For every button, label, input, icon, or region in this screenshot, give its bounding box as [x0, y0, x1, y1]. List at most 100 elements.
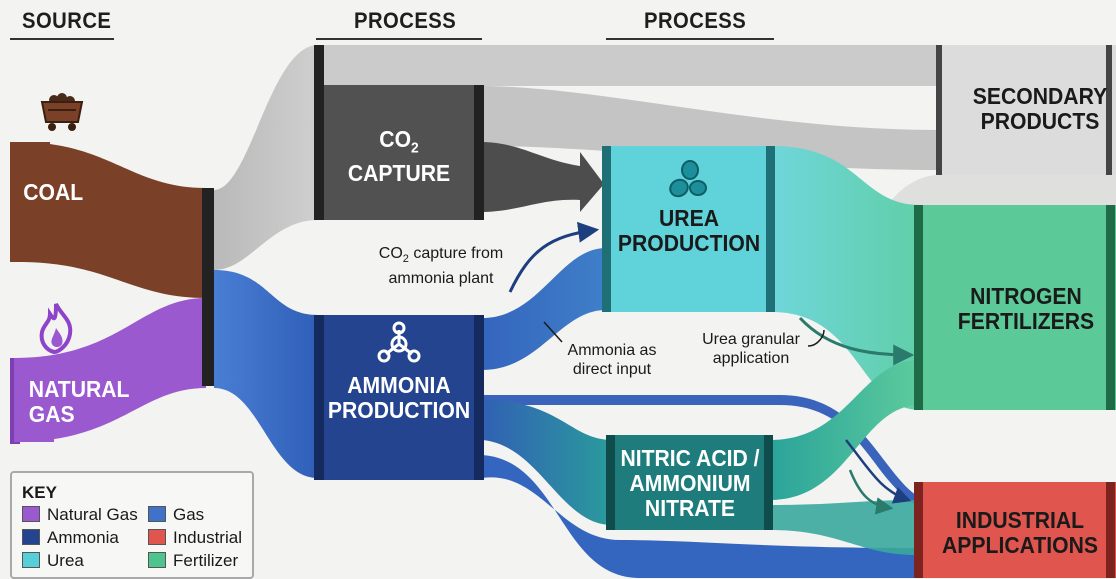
node-fert-bar-left: [914, 205, 923, 410]
annotation-co2-from-ammonia-line1: CO2 capture from: [378, 245, 504, 266]
node-secondary-bar-left: [936, 45, 942, 175]
flow-ammonia-to-urea: [482, 248, 606, 370]
flame-icon: [39, 303, 73, 355]
flow-coal: [18, 142, 206, 298]
node-label-co2-line2: CAPTURE: [347, 159, 451, 186]
legend-item-natural-gas: Natural Gas: [22, 505, 138, 525]
annotation-ammonia-direct: Ammonia as direct input: [556, 341, 668, 379]
node-coal-body: [10, 142, 50, 262]
node-label-urea: UREA PRODUCTION: [614, 206, 763, 256]
node-label-coal: COAL: [23, 179, 84, 205]
node-label-industrial: INDUSTRIAL APPLICATIONS: [937, 508, 1103, 558]
arrow-ammonia-direct: [543, 321, 563, 343]
legend-title: KEY: [22, 483, 57, 502]
node-label-nitrogen-line1: NITROGEN: [970, 283, 1082, 309]
legend-swatch: [148, 529, 166, 545]
column-header-process-1: PROCESS: [354, 8, 457, 33]
node-label-urea-line1: UREA: [659, 205, 719, 231]
node-label-nitric: NITRIC ACID / AMMONIUM NITRATE: [615, 446, 766, 521]
column-rule-process-2: [606, 38, 774, 40]
node-industrial-applications: [918, 482, 1116, 578]
legend-item-industrial: Industrial: [148, 528, 242, 548]
arrow-urea-granular: [798, 316, 915, 366]
flow-co2-to-urea: [480, 142, 604, 212]
annotation-ammonia-direct-line1: Ammonia as: [567, 342, 657, 359]
legend-swatch: [22, 552, 40, 568]
node-ammonia-bar-right: [474, 315, 484, 480]
legend-swatch: [22, 529, 40, 545]
annotation-ammonia-direct-line2: direct input: [572, 361, 652, 378]
node-nitric-acid: [610, 435, 770, 530]
node-label-industrial-line1: INDUSTRIAL: [955, 507, 1085, 533]
node-nitrogen-fertilizers: [918, 205, 1116, 410]
legend-item-ammonia: Ammonia: [22, 528, 119, 548]
flow-ammonia-to-nitric: [482, 400, 612, 525]
annotation-urea-granular: Urea granular application: [690, 330, 812, 368]
granules-icon: [669, 160, 707, 198]
flow-urea-to-fertilizer: [772, 146, 920, 410]
node-industrial-bar-right: [1106, 482, 1115, 578]
arrow-urea-granular-leader: [807, 329, 825, 347]
node-label-nitric-line2: AMMONIUM: [629, 470, 751, 496]
node-co2-bar-left: [314, 45, 324, 220]
node-urea-bar-left: [602, 146, 611, 312]
node-label-ammonia-line1: AMMONIA: [347, 372, 451, 398]
annotation-co2-from-ammonia-line2: ammonia plant: [388, 270, 494, 288]
node-ammonia-bar-left: [314, 315, 324, 480]
node-label-ammonia: AMMONIA PRODUCTION: [326, 373, 471, 423]
legend-swatch: [22, 506, 40, 522]
node-label-natural-gas-line1: NATURAL: [28, 376, 130, 402]
node-junction: [202, 188, 214, 386]
mine-cart-icon: [40, 93, 84, 131]
node-label-nitric-line1: NITRIC ACID /: [620, 445, 760, 471]
node-label-industrial-line2: APPLICATIONS: [942, 532, 1098, 558]
node-co2-bar-right: [474, 85, 484, 220]
annotation-co2-from-ammonia: CO2 capture from ammonia plant: [366, 244, 516, 288]
flow-natural-gas: [14, 298, 206, 442]
node-nitric-bar-right: [764, 435, 773, 530]
node-label-nitrogen-line2: FERTILIZERS: [957, 308, 1095, 334]
legend-item-fertilizer: Fertilizer: [148, 551, 238, 571]
node-label-secondary-line2: PRODUCTS: [980, 108, 1100, 134]
node-label-nitric-line3: NITRATE: [644, 495, 736, 521]
annotation-urea-granular-line1: Urea granular: [702, 331, 800, 348]
node-nitric-bar-left: [606, 435, 615, 530]
node-industrial-bar-left: [914, 482, 923, 578]
legend-item-urea: Urea: [22, 551, 84, 571]
node-secondary-bar-right: [1106, 45, 1112, 175]
column-rule-source: [10, 38, 114, 40]
flow-nitric-to-fertilizer: [770, 360, 920, 500]
legend-item-gas: Gas: [148, 505, 204, 525]
node-secondary-products: [940, 45, 1116, 175]
arrow-nitric-to-fert: [848, 469, 894, 515]
column-header-source: SOURCE: [22, 8, 112, 33]
legend-swatch: [148, 552, 166, 568]
flow-gas-to-ammonia: [214, 270, 318, 478]
node-label-natural-gas: NATURAL GAS: [29, 377, 139, 427]
node-urea-bar-right: [766, 146, 775, 312]
node-label-co2-capture: CO2 CAPTURE: [326, 127, 471, 186]
node-label-secondary-line1: SECONDARY: [972, 83, 1108, 109]
legend-key: KEY Natural Gas Gas Ammonia Industrial U…: [10, 471, 254, 579]
node-label-natural-gas-line2: GAS: [28, 401, 75, 427]
node-label-co2-line1: CO2: [379, 126, 419, 157]
legend-swatch: [148, 506, 166, 522]
molecule-icon: [377, 321, 421, 363]
node-label-ammonia-line2: PRODUCTION: [327, 397, 471, 423]
node-co2-capture: [318, 85, 480, 220]
flow-gas-to-co2: [214, 45, 318, 270]
flow-top-to-secondary: [318, 45, 940, 86]
node-label-urea-line2: PRODUCTION: [617, 230, 761, 256]
node-fert-bar-right: [1106, 205, 1115, 410]
column-rule-process-1: [316, 38, 482, 40]
column-header-process-2: PROCESS: [644, 8, 747, 33]
flow-co2-to-secondary: [480, 86, 940, 170]
node-label-secondary: SECONDARY PRODUCTS: [957, 84, 1116, 134]
node-natural-gas-body: [14, 358, 54, 442]
flow-ammonia-to-industrial-bottom: [482, 455, 916, 578]
arrow-co2-from-ammonia: [508, 221, 600, 293]
node-label-nitrogen: NITROGEN FERTILIZERS: [943, 284, 1109, 334]
arrow-to-industrial: [845, 439, 912, 504]
annotation-urea-granular-line2: application: [712, 350, 790, 367]
